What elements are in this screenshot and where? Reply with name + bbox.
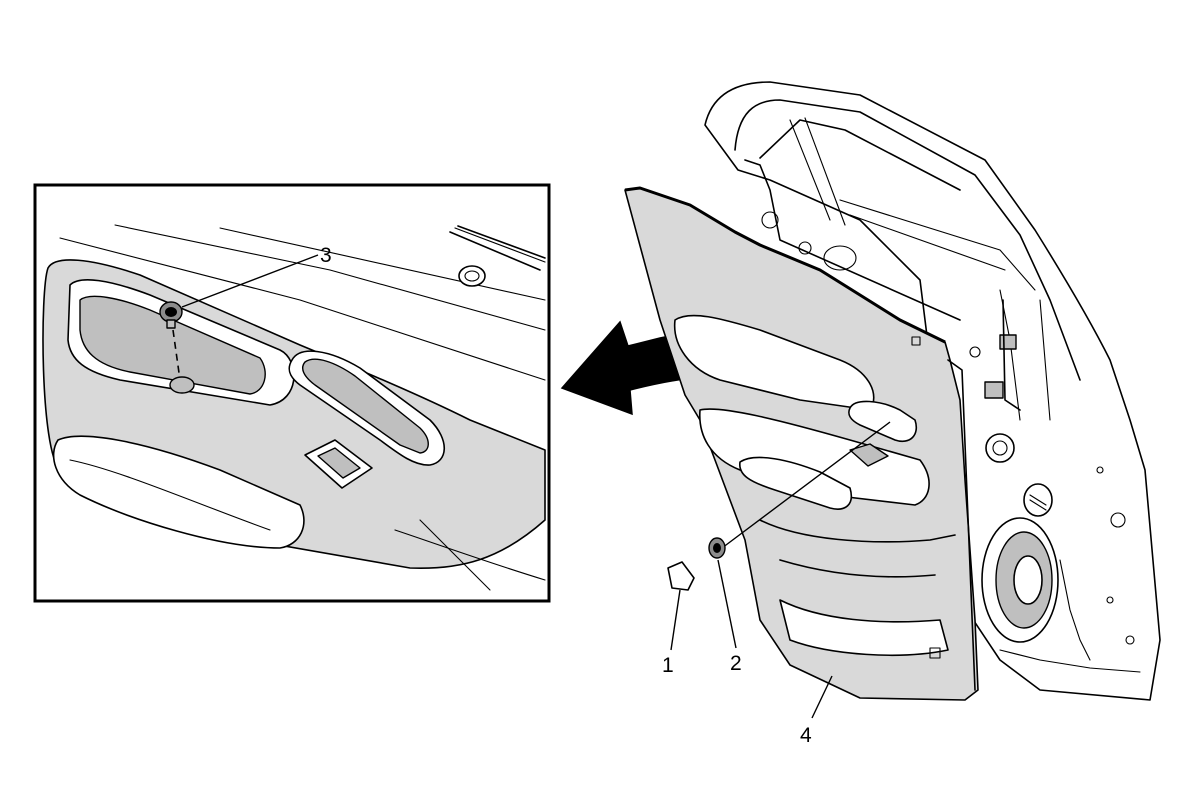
leader-line-4 — [811, 675, 833, 719]
fastener-axis-line — [721, 421, 891, 549]
hole — [1106, 596, 1114, 604]
trim-line — [59, 237, 546, 381]
screw-recess — [165, 307, 177, 317]
connector — [984, 381, 1004, 399]
hole — [823, 245, 857, 271]
leader-line-2 — [717, 559, 737, 649]
window-switch — [317, 447, 361, 479]
speaker-grommet — [985, 433, 1015, 463]
removed-fasteners — [667, 421, 891, 719]
speaker-grommet-inner — [992, 440, 1008, 456]
trim-door-handle — [848, 400, 917, 442]
beltline — [839, 199, 1036, 291]
trim-panel-side-edge — [947, 359, 976, 691]
trim-contour — [779, 559, 936, 578]
trim-line — [114, 224, 546, 331]
lower-edge — [999, 649, 1141, 673]
leader-line-1 — [670, 589, 681, 651]
door-inner-frame — [704, 81, 1161, 701]
pull-cup-inner — [79, 295, 266, 395]
trim-line — [394, 529, 546, 581]
hole — [1110, 512, 1126, 528]
callout-1: 1 — [662, 654, 674, 677]
trim-contour — [759, 519, 956, 543]
inner-panel-edge — [744, 159, 961, 321]
access-hole-louver — [1029, 494, 1047, 511]
trim-armrest — [699, 408, 930, 506]
screw-cover-cap — [667, 561, 695, 591]
trim-line — [419, 519, 491, 591]
hole — [969, 346, 981, 358]
trim-clip — [911, 336, 921, 346]
lower-armrest — [52, 435, 305, 549]
wire-harness — [1002, 299, 1021, 411]
hole — [798, 241, 812, 255]
glass-channel — [789, 117, 846, 226]
trim-screw-recess — [713, 543, 721, 553]
trim-upper-pad — [673, 314, 875, 411]
trim-line — [219, 227, 546, 301]
hole — [1125, 635, 1135, 645]
screw-shank — [166, 319, 176, 329]
speaker-center — [1013, 555, 1043, 605]
window-frame-inner — [734, 99, 1081, 381]
connector — [999, 334, 1017, 350]
window-seal — [449, 225, 546, 271]
trim-lower-pocket — [779, 599, 949, 656]
hole — [761, 211, 779, 229]
trim-clip — [929, 647, 941, 659]
trim-pull-cup — [739, 456, 852, 510]
hole — [1096, 466, 1104, 474]
leader-line-3 — [181, 254, 319, 308]
window-frame-edge — [759, 119, 961, 191]
fastener-path — [172, 329, 181, 381]
grommet-inner — [464, 270, 480, 282]
detail-inset: 3 — [33, 183, 551, 603]
armrest-edge — [69, 459, 271, 531]
callout-3: 3 — [320, 244, 332, 267]
trim-switch — [849, 443, 889, 467]
screw-hole — [169, 376, 195, 394]
frame-rib — [1059, 559, 1091, 661]
trim-panel-top-edge — [624, 186, 946, 344]
grommet — [458, 265, 486, 287]
door-trim-panel — [624, 186, 979, 701]
callout-4: 4 — [800, 724, 812, 747]
callout-2: 2 — [730, 652, 742, 675]
door-handle — [302, 358, 429, 454]
trim-line — [454, 227, 546, 263]
